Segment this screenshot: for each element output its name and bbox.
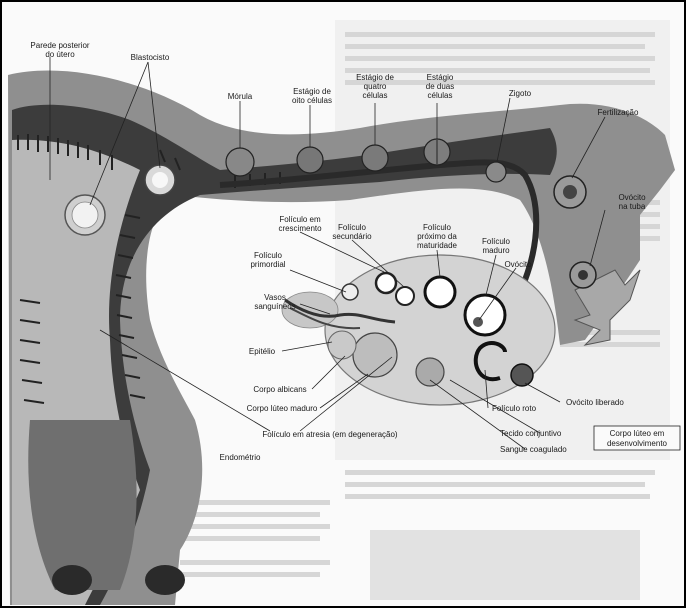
label-epitelio: Epitélio bbox=[249, 347, 276, 356]
label-quatro-line3: células bbox=[363, 91, 388, 100]
morula bbox=[226, 148, 254, 176]
label-endometrio: Endométrio bbox=[220, 453, 261, 462]
label-maturidade-line2: próximo da bbox=[417, 232, 457, 241]
label-duas-line3: células bbox=[428, 91, 453, 100]
label-crescimento-line1: Folículo em bbox=[279, 215, 321, 224]
cervix bbox=[28, 420, 136, 590]
label-duas-line1: Estágio bbox=[427, 73, 454, 82]
label-liberado: Ovócito liberado bbox=[566, 398, 624, 407]
label-luteo-maduro: Corpo lúteo maduro bbox=[247, 404, 318, 413]
label-secundario-line2: secundário bbox=[332, 232, 372, 241]
cervix-opening-right bbox=[145, 565, 185, 595]
label-oito-line2: oito células bbox=[292, 96, 332, 105]
label-maduro-line1: Folículo bbox=[482, 237, 511, 246]
label-coagulado: Sangue coagulado bbox=[500, 445, 567, 454]
label-oito-line1: Estágio de bbox=[293, 87, 331, 96]
label-morula: Mórula bbox=[228, 92, 253, 101]
primordial-follicle bbox=[342, 284, 358, 300]
label-fertilizacao: Fertilização bbox=[598, 108, 639, 117]
label-vasos-line2: sanguíneos bbox=[254, 302, 295, 311]
label-maduro-line2: maduro bbox=[482, 246, 510, 255]
cervix-opening-left bbox=[52, 565, 92, 595]
label-primordial-line1: Folículo bbox=[254, 251, 283, 260]
label-primordial-line2: primordial bbox=[250, 260, 285, 269]
secondary-follicle bbox=[396, 287, 414, 305]
label-albicans: Corpo albicans bbox=[253, 385, 306, 394]
label-parede-line2: do útero bbox=[45, 50, 75, 59]
label-vasos-line1: Vasos bbox=[264, 293, 286, 302]
label-parede-line1: Parede posterior bbox=[30, 41, 89, 50]
mature-follicle bbox=[465, 295, 505, 335]
label-duas-line2: de duas bbox=[426, 82, 454, 91]
zygote bbox=[486, 162, 506, 182]
label-quatro-line2: quatro bbox=[364, 82, 387, 91]
label-secundario-line1: Folículo bbox=[338, 223, 367, 232]
eight-cell-stage bbox=[297, 147, 323, 173]
growing-follicle bbox=[376, 273, 396, 293]
label-ovocito: Ovócito bbox=[504, 260, 532, 269]
label-blastocisto: Blastocisto bbox=[131, 53, 170, 62]
label-crescimento-line2: crescimento bbox=[278, 224, 322, 233]
label-maturidade-line1: Folículo bbox=[423, 223, 452, 232]
label-ovocito-tuba-line1: Ovócito bbox=[618, 193, 646, 202]
label-desenvolvimento-line1: Corpo lúteo em bbox=[610, 429, 665, 438]
label-atresia: Folículo em atresia (em degeneração) bbox=[262, 430, 398, 439]
near-mature-follicle bbox=[425, 277, 455, 307]
released-oocyte bbox=[511, 364, 533, 386]
label-zigoto: Zigoto bbox=[509, 89, 532, 98]
four-cell-stage bbox=[362, 145, 388, 171]
label-ovocito-tuba-line2: na tuba bbox=[619, 202, 646, 211]
label-desenvolvimento-line2: desenvolvimento bbox=[607, 439, 668, 448]
corpus-albicans bbox=[328, 331, 356, 359]
label-quatro-line1: Estágio de bbox=[356, 73, 394, 82]
label-maturidade-line3: maturidade bbox=[417, 241, 458, 250]
label-conjuntivo: Tecido conjuntivo bbox=[500, 429, 562, 438]
label-roto: Folículo roto bbox=[492, 404, 537, 413]
developing-corpus-luteum bbox=[416, 358, 444, 386]
